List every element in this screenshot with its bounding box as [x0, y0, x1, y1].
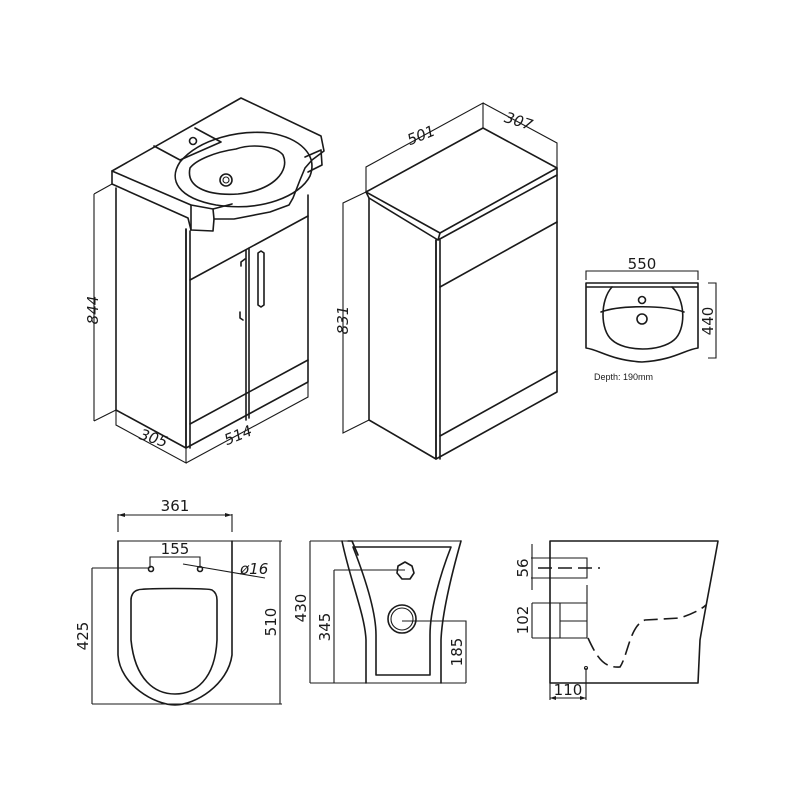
toilet-rear-drawing: 430 345 185 [292, 540, 467, 684]
basin-depth-note: Depth: 190mm [594, 372, 653, 382]
vanity-unit-drawing: 844 305 514 [84, 97, 325, 464]
toilet-width-label: 361 [161, 497, 190, 515]
basin-length-label: 440 [699, 307, 717, 336]
toilet-inlet-dia-label: 56 [514, 558, 532, 577]
wc-unit-height-label: 831 [334, 306, 352, 335]
toilet-outlet-dia-label: 102 [514, 606, 532, 635]
vanity-depth-label: 305 [137, 425, 170, 451]
toilet-fixing-distance-label: 425 [74, 622, 92, 651]
wc-unit-depth-label: 307 [502, 108, 535, 134]
toilet-side-drawing: 56 102 110 [514, 540, 719, 700]
vanity-height-label: 844 [84, 296, 102, 325]
toilet-plan-drawing: 361 155 ø16 425 510 [74, 497, 282, 706]
toilet-outlet-height-label: 185 [448, 638, 466, 667]
toilet-inlet-height-label: 345 [316, 613, 334, 642]
wc-unit-width-label: 501 [404, 122, 437, 149]
toilet-outlet-offset-label: 110 [554, 681, 583, 699]
toilet-fixing-centres-label: 155 [161, 540, 190, 558]
toilet-rear-height-label: 430 [292, 594, 310, 623]
toilet-fixing-hole-label: ø16 [239, 560, 268, 578]
toilet-length-label: 510 [262, 608, 280, 637]
basin-width-label: 550 [628, 255, 657, 273]
basin-plan-drawing: 550 440 Depth: 190mm [585, 255, 717, 382]
wc-unit-drawing: 501 307 831 [334, 102, 558, 460]
